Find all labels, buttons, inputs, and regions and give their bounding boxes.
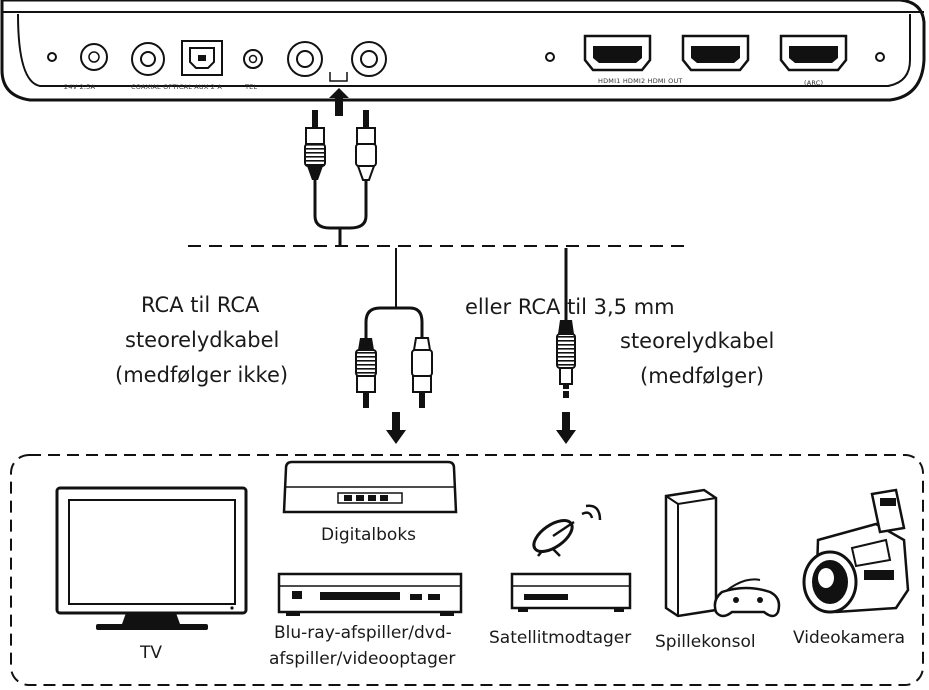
video-camera-icon (802, 488, 910, 614)
rca-cable-label-line1: RCA til RCA (141, 293, 260, 317)
source-devices-frame (10, 454, 924, 686)
minijack-cable-label-line1: eller RCA til 3,5 mm (465, 295, 675, 319)
tv-icon (55, 486, 248, 630)
bluray-player-icon (277, 572, 463, 616)
arrow-down-icon (386, 412, 406, 444)
minijack-cable-label-line3: (medfølger) (640, 364, 765, 388)
power-jack (80, 43, 108, 71)
usb-port-label: TEL (245, 83, 258, 91)
optical-jack (181, 40, 223, 76)
bluray-label-line2: afspiller/videooptager (269, 649, 456, 669)
arc-port-label: (ARC) (804, 79, 824, 87)
rca-cable-label-line2: steorelydkabel (125, 328, 280, 352)
game-console-icon (664, 488, 781, 618)
hdmi-ports-label: HDMI1 HDMI2 HDMI OUT (598, 77, 683, 85)
rca-cable-label-line3: (medfølger ikke) (115, 363, 289, 387)
rca-jack-left (287, 41, 323, 77)
screw-hole-left (47, 52, 57, 62)
screw-hole-middle (545, 52, 555, 62)
tv-label: TV (140, 643, 163, 663)
console-label: Spillekonsol (655, 632, 756, 652)
digital-box-label: Digitalboks (321, 525, 417, 545)
digital-box-icon (282, 460, 458, 514)
input-ports-label: COAXIAL OPTICAL AUX 2 A (131, 83, 223, 91)
rca-cable-bottom (355, 248, 433, 408)
camera-label: Videokamera (793, 628, 906, 648)
aux-jack (243, 49, 263, 69)
aux-bracket (329, 72, 348, 82)
satellite-receiver-icon (510, 504, 632, 612)
screw-hole-right (875, 52, 885, 62)
coaxial-jack (131, 42, 165, 76)
hdmi-port-1 (583, 34, 652, 72)
arrow-down-icon (556, 412, 576, 444)
bluray-label-line1: Blu-ray-afspiller/dvd- (274, 623, 452, 643)
satellite-label: Satellitmodtager (489, 628, 632, 648)
hdmi-arc-port (779, 34, 848, 72)
arrow-up-icon (329, 88, 349, 116)
mini-jack-cable (556, 248, 576, 398)
soundbar-back-panel (0, 0, 926, 102)
rca-jack-right (351, 41, 387, 77)
hdmi-port-2 (681, 34, 750, 72)
minijack-cable-label-line2: steorelydkabel (620, 329, 775, 353)
rca-cable-top (304, 110, 377, 245)
power-port-label: 24V 2.5A (64, 83, 96, 91)
